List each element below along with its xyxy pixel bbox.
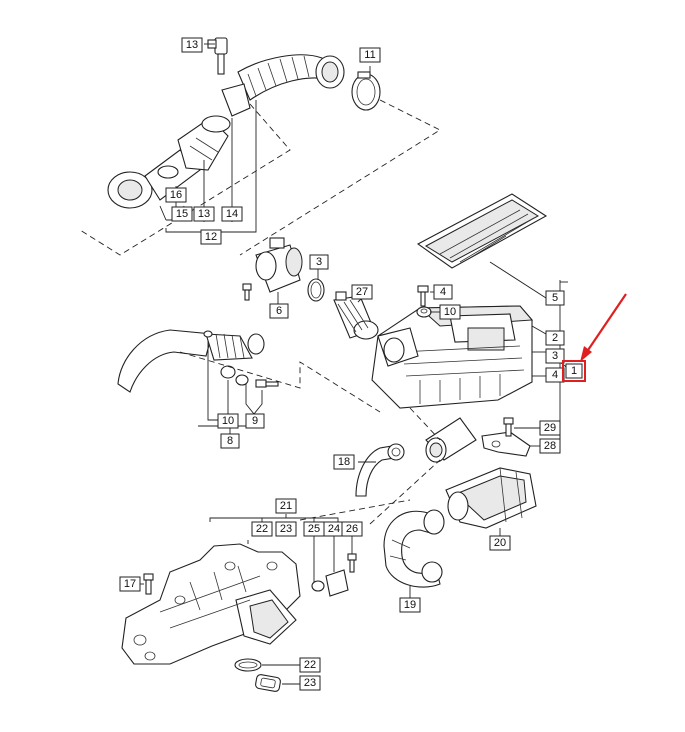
throttle-body-assembly	[107, 115, 231, 209]
callout-10-top: 10	[439, 304, 461, 320]
svg-text:2: 2	[552, 332, 558, 344]
svg-text:4: 4	[440, 286, 446, 298]
bolt-near-6	[242, 283, 252, 301]
bolts-9-10-left	[220, 365, 279, 388]
callout-5: 5	[545, 290, 565, 306]
callout-23-top: 23	[275, 521, 297, 537]
svg-text:8: 8	[227, 435, 233, 447]
callout-15: 15	[171, 206, 193, 222]
callout-3-top: 3	[309, 254, 329, 270]
callout-27: 27	[351, 284, 373, 300]
callout-22-bottom: 22	[299, 657, 321, 673]
svg-text:6: 6	[276, 305, 282, 317]
callout-24: 24	[323, 521, 345, 537]
svg-text:29: 29	[544, 422, 556, 434]
svg-text:16: 16	[170, 189, 182, 201]
callout-10-left: 10	[217, 413, 239, 429]
callout-13-top: 13	[181, 37, 203, 53]
svg-text:26: 26	[346, 523, 358, 535]
callout-16: 16	[165, 187, 187, 203]
callout-14: 14	[221, 206, 243, 222]
callout-2: 2	[545, 330, 565, 346]
svg-text:10: 10	[444, 306, 456, 318]
intake-pipe-left	[117, 329, 265, 393]
svg-text:18: 18	[338, 456, 350, 468]
sensor-assembly-24-26	[311, 553, 357, 597]
svg-text:23: 23	[304, 677, 316, 689]
svg-text:22: 22	[256, 523, 268, 535]
highlight-arrow	[580, 293, 627, 362]
highlight-box	[562, 360, 586, 382]
svg-text:10: 10	[222, 415, 234, 427]
svg-text:21: 21	[280, 500, 292, 512]
svg-text:25: 25	[308, 523, 320, 535]
air-filter-housing	[371, 305, 534, 409]
callout-20: 20	[489, 535, 511, 551]
callout-23-bottom: 23	[299, 675, 321, 691]
bolt-29	[503, 417, 514, 437]
callout-17: 17	[119, 576, 141, 592]
intake-manifold	[121, 543, 301, 665]
svg-text:4: 4	[552, 369, 558, 381]
air-duct-20	[445, 467, 537, 529]
svg-text:1: 1	[571, 365, 577, 377]
callout-22-top: 22	[251, 521, 273, 537]
svg-text:20: 20	[494, 537, 506, 549]
gasket-23	[255, 674, 281, 692]
hose-18	[355, 443, 405, 497]
callout-13-lower: 13	[193, 206, 215, 222]
intake-hose-upper	[221, 54, 345, 117]
callout-1-highlighted: 1	[562, 360, 586, 382]
svg-text:13: 13	[198, 208, 210, 220]
callout-9: 9	[245, 413, 265, 429]
callout-28: 28	[539, 438, 561, 454]
svg-text:14: 14	[226, 208, 238, 220]
svg-text:9: 9	[252, 415, 258, 427]
callout-8: 8	[220, 433, 240, 449]
callout-25: 25	[303, 521, 325, 537]
svg-text:17: 17	[124, 578, 136, 590]
gasket-22	[234, 658, 262, 672]
intake-duct-connector	[425, 417, 477, 463]
hose-clamp-11	[351, 71, 381, 111]
callout-4-top: 4	[433, 284, 453, 300]
callout-11: 11	[359, 47, 381, 63]
svg-text:22: 22	[304, 659, 316, 671]
callout-18: 18	[333, 454, 355, 470]
svg-text:15: 15	[176, 208, 188, 220]
svg-text:27: 27	[356, 286, 368, 298]
svg-text:28: 28	[544, 440, 556, 452]
svg-text:12: 12	[205, 231, 217, 243]
callout-29: 29	[539, 420, 561, 436]
grommet-10	[416, 306, 432, 318]
callout-12: 12	[200, 229, 222, 245]
hose-19	[383, 509, 445, 588]
sensor-13	[207, 37, 228, 75]
bolt-4	[417, 285, 429, 307]
bolt-17	[143, 573, 154, 595]
svg-text:3: 3	[316, 256, 322, 268]
filter-element-27	[333, 291, 379, 340]
svg-text:5: 5	[552, 292, 558, 304]
o-ring-3	[307, 278, 325, 302]
svg-text:19: 19	[404, 599, 416, 611]
callout-6: 6	[269, 303, 289, 319]
svg-text:13: 13	[186, 39, 198, 51]
air-filter-element-5	[416, 193, 548, 269]
callout-19: 19	[399, 597, 421, 613]
callout-3-right: 3	[545, 348, 565, 364]
svg-text:3: 3	[552, 350, 558, 362]
svg-text:11: 11	[364, 49, 375, 61]
callout-26: 26	[341, 521, 363, 537]
maf-sensor-6	[255, 237, 303, 293]
callout-4-right: 4	[545, 367, 565, 383]
svg-text:23: 23	[280, 523, 292, 535]
svg-text:24: 24	[328, 523, 340, 535]
callout-21: 21	[275, 498, 297, 514]
